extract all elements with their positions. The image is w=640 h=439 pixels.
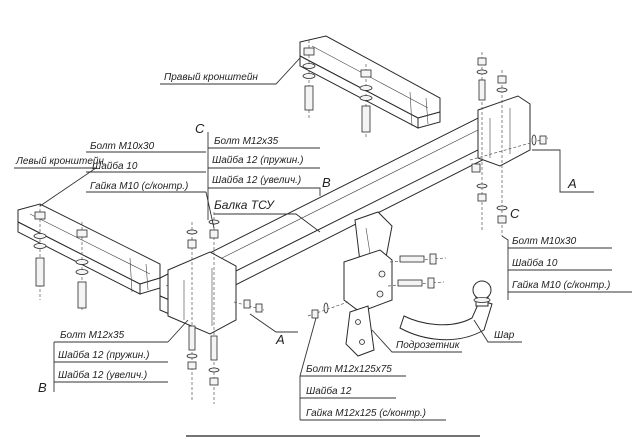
callout-left-lower: B Болт М12х35 Шайба 12 (пружин.) Шайба 1… xyxy=(38,319,189,395)
right-bracket-label: Правый кронштейн xyxy=(164,72,258,83)
callout-washer-large-left: Шайба 12 (увелич.) xyxy=(58,369,147,381)
callout-letter-c-right: C xyxy=(510,206,520,221)
callout-letter-c: C xyxy=(195,121,205,136)
callout-letter-a-bottom: A xyxy=(275,332,285,347)
callout-bolt-m12x35-left: Болт М12х35 xyxy=(60,330,125,341)
tow-beam xyxy=(159,95,531,335)
socket-bracket xyxy=(343,249,393,357)
ball-leader: Шар xyxy=(473,319,522,343)
callout-bolt-m10x30-left: Болт М10х30 xyxy=(90,141,155,152)
left-bracket-label: Левый кронштейн xyxy=(15,156,104,167)
ball-label: Шар xyxy=(494,330,515,341)
callout-letter-a-right: A xyxy=(567,176,577,191)
callout-bolt-m12x35: Болт М12х35 xyxy=(214,136,279,147)
beam-label: Балка ТСУ xyxy=(214,198,275,212)
callout-washer-large: Шайба 12 (увелич.) xyxy=(212,174,301,186)
callout-nut-m10-left: Гайка М10 (с/контр.) xyxy=(90,181,188,192)
left-bracket-bolts xyxy=(33,204,89,312)
right-bracket-leader: Правый кронштейн xyxy=(160,57,301,85)
callout-bolt-m10x30-right: Болт М10х30 xyxy=(512,236,577,247)
callout-right: A C Болт М10х30 Шайба 10 Гайка М10 (с/ко… xyxy=(501,149,632,300)
callout-a-bottom: A xyxy=(249,313,298,347)
bottom-bolts xyxy=(233,299,349,319)
callout-bolt-m12x125x75: Болт М12х125х75 xyxy=(306,364,392,375)
callout-washer-spring-left: Шайба 12 (пружин.) xyxy=(58,349,149,361)
callout-letter-b-left: B xyxy=(38,380,47,395)
tow-ball xyxy=(472,280,492,300)
mounting-bolts-horizontal xyxy=(387,253,447,289)
callout-washer-10-right: Шайба 10 xyxy=(512,257,558,269)
right-bracket-bolts xyxy=(302,40,373,138)
callout-left-upper: Болт М10х30 Шайба 10 Гайка М10 (с/контр.… xyxy=(86,141,215,229)
socket-bracket-leader: Подрозетник xyxy=(371,329,462,353)
callout-nut-m10-right: Гайка М10 (с/контр.) xyxy=(512,280,610,291)
callout-washer-12: Шайба 12 xyxy=(306,385,352,397)
socket-bracket-label: Подрозетник xyxy=(396,340,461,351)
left-bracket-leader: Левый кронштейн xyxy=(14,156,104,207)
beam-leader: Балка ТСУ xyxy=(214,198,321,233)
callout-bottom: Болт М12х125х75 Шайба 12 Гайка М12х125 (… xyxy=(299,317,446,421)
beam-right-bolts xyxy=(469,52,549,236)
beam-left-bolts xyxy=(186,212,220,404)
callout-washer-10-left: Шайба 10 xyxy=(92,160,138,172)
callout-washer-spring: Шайба 12 (пружин.) xyxy=(212,154,303,166)
callout-nut-m12x125: Гайка М12х125 (с/контр.) xyxy=(306,408,426,419)
callout-c-top: C Болт М12х35 Шайба 12 (пружин.) Шайба 1… xyxy=(195,121,331,220)
callout-letter-b-top: B xyxy=(322,175,331,190)
ball-mount xyxy=(399,280,493,341)
